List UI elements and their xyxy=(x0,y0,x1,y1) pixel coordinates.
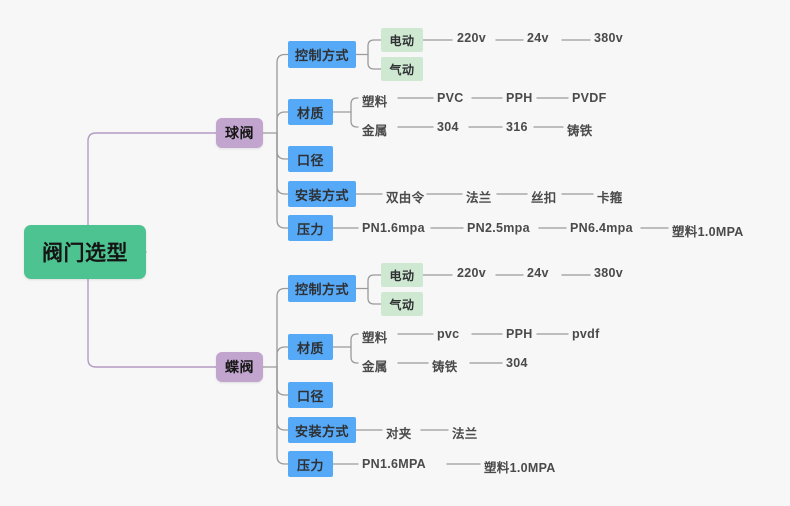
branch-node-diefa[interactable]: 蝶阀 xyxy=(216,352,263,382)
leafbox-qidong-diefa[interactable]: 气动 xyxy=(381,292,423,316)
leaf-text-suliao10mpa-qiufa[interactable]: 塑料1.0MPA xyxy=(672,225,744,239)
topic-node-kongzhifangshi-qiufa[interactable]: 控制方式 xyxy=(288,41,356,68)
leaf-text-380v-diefa[interactable]: 380v xyxy=(594,266,624,280)
root-node[interactable]: 阀门选型 xyxy=(24,225,146,279)
leaf-text-pvc-diefa[interactable]: pvc xyxy=(437,327,460,341)
topic-node-caizhi-qiufa[interactable]: 材质 xyxy=(288,99,333,125)
leaf-text-pn25mpa-qiufa[interactable]: PN2.5mpa xyxy=(467,221,530,235)
leaf-text-jinshu-diefa[interactable]: 金属 xyxy=(362,360,388,374)
topic-node-yali-qiufa[interactable]: 压力 xyxy=(288,215,333,241)
topic-node-kongzhifangshi-diefa[interactable]: 控制方式 xyxy=(288,275,356,302)
leaf-text-shuangyouling-qiufa[interactable]: 双由令 xyxy=(386,191,425,205)
leaf-text-24v-qiufa[interactable]: 24v xyxy=(527,31,549,45)
leafbox-diandong-diefa[interactable]: 电动 xyxy=(381,263,423,287)
leaf-text-pph-diefa[interactable]: PPH xyxy=(506,327,533,341)
topic-node-caizhi-diefa[interactable]: 材质 xyxy=(288,334,333,360)
leaf-text-pn64mpa-qiufa[interactable]: PN6.4mpa xyxy=(570,221,633,235)
leaf-text-304-qiufa[interactable]: 304 xyxy=(437,120,459,134)
topic-node-yali-diefa[interactable]: 压力 xyxy=(288,451,333,477)
leaf-text-suliao-diefa[interactable]: 塑料 xyxy=(362,331,388,345)
leaf-text-pvdf-qiufa[interactable]: PVDF xyxy=(572,91,607,105)
leaf-text-220v-qiufa[interactable]: 220v xyxy=(457,31,487,45)
leaf-text-pn16mpa-qiufa[interactable]: PN1.6mpa xyxy=(362,221,425,235)
leafbox-diandong-qiufa[interactable]: 电动 xyxy=(381,28,423,52)
leaf-text-316-qiufa[interactable]: 316 xyxy=(506,120,528,134)
leaf-text-falan-anzhuang-diefa[interactable]: 法兰 xyxy=(452,427,478,441)
leaf-text-pvc-qiufa[interactable]: PVC xyxy=(437,91,464,105)
leaf-text-304-diefa[interactable]: 304 xyxy=(506,356,528,370)
leafbox-qidong-qiufa[interactable]: 气动 xyxy=(381,57,423,81)
leaf-text-duijia-diefa[interactable]: 对夹 xyxy=(386,427,412,441)
leaf-text-pn16mpa-diefa[interactable]: PN1.6MPA xyxy=(362,457,426,471)
leaf-text-zhutie-diefa[interactable]: 铸铁 xyxy=(432,360,458,374)
topic-node-koujing-qiufa[interactable]: 口径 xyxy=(288,146,333,172)
topic-node-koujing-diefa[interactable]: 口径 xyxy=(288,382,333,408)
leaf-text-220v-diefa[interactable]: 220v xyxy=(457,266,487,280)
leaf-text-suliao10mpa-diefa[interactable]: 塑料1.0MPA xyxy=(484,461,556,475)
leaf-text-falan-anzhuang-qiufa[interactable]: 法兰 xyxy=(466,191,492,205)
leaf-text-suliao-qiufa[interactable]: 塑料 xyxy=(362,95,388,109)
leaf-text-kagu-qiufa[interactable]: 卡箍 xyxy=(597,191,623,205)
leaf-text-24v-diefa[interactable]: 24v xyxy=(527,266,549,280)
topic-node-anzhuangfangshi-diefa[interactable]: 安装方式 xyxy=(288,417,356,443)
branch-node-qiufa[interactable]: 球阀 xyxy=(216,118,263,148)
leaf-text-pph-qiufa[interactable]: PPH xyxy=(506,91,533,105)
leaf-text-sikou-qiufa[interactable]: 丝扣 xyxy=(531,191,557,205)
leaf-text-pvdf-diefa[interactable]: pvdf xyxy=(572,327,600,341)
topic-node-anzhuangfangshi-qiufa[interactable]: 安装方式 xyxy=(288,181,356,207)
leaf-text-380v-qiufa[interactable]: 380v xyxy=(594,31,624,45)
leaf-text-zhutie-qiufa[interactable]: 铸铁 xyxy=(567,124,593,138)
leaf-text-jinshu-qiufa[interactable]: 金属 xyxy=(362,124,388,138)
